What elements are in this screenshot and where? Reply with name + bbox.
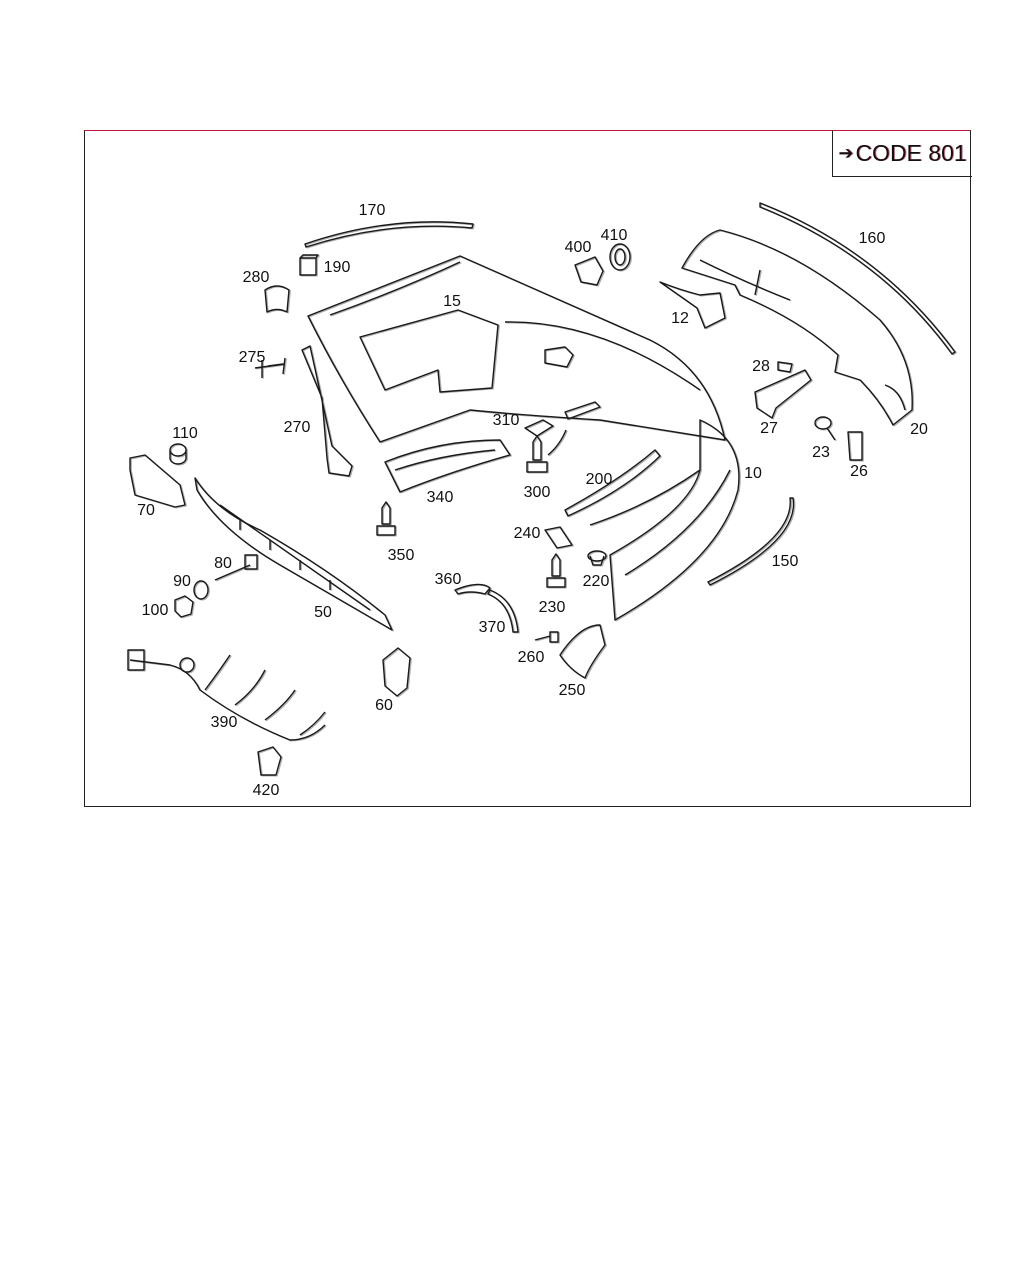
code-label: CODE 801	[855, 139, 967, 166]
part-160-trim-strip[interactable]	[759, 202, 956, 355]
label-160: 160	[859, 230, 886, 247]
label-350: 350	[388, 547, 415, 564]
part-20-diffuser[interactable]	[681, 229, 913, 426]
label-20: 20	[910, 421, 928, 438]
part-300-screw[interactable]	[526, 435, 548, 473]
right-arrow-icon: ➔	[838, 142, 854, 163]
label-28: 28	[752, 358, 770, 375]
part-26-clip-nut[interactable]	[847, 431, 863, 461]
label-370: 370	[479, 619, 506, 636]
label-240: 240	[514, 525, 541, 542]
label-230: 230	[539, 599, 566, 616]
label-90: 90	[173, 573, 191, 590]
label-110: 110	[172, 425, 198, 442]
diagram-frame	[84, 130, 971, 807]
label-390: 390	[211, 714, 238, 731]
label-50: 50	[314, 604, 332, 621]
part-260-rivet[interactable]	[534, 631, 559, 643]
label-15: 15	[443, 293, 461, 310]
part-27-bracket[interactable]	[754, 369, 812, 419]
label-250: 250	[559, 682, 586, 699]
label-70: 70	[137, 502, 155, 519]
label-360: 360	[435, 571, 462, 588]
part-number-labels: 170 190 280 15 400 410 160 12 275 28 110…	[137, 202, 928, 799]
part-60-bracket[interactable]	[382, 647, 411, 697]
label-10: 10	[744, 465, 762, 482]
part-350-screw[interactable]	[376, 501, 396, 536]
part-230-screw[interactable]	[546, 553, 566, 588]
label-190: 190	[324, 259, 351, 276]
label-300: 300	[524, 484, 551, 501]
part-340-deflector[interactable]	[384, 439, 511, 493]
label-100: 100	[142, 602, 169, 619]
part-10-bumper-lower[interactable]	[609, 419, 740, 621]
label-410: 410	[601, 227, 628, 244]
part-100-nut[interactable]	[174, 595, 194, 618]
label-12: 12	[671, 310, 689, 327]
label-270: 270	[284, 419, 311, 436]
label-27: 27	[760, 420, 778, 437]
label-170: 170	[359, 202, 386, 219]
part-150-trim-strip[interactable]	[707, 497, 795, 586]
part-80-bolt[interactable]	[214, 554, 258, 581]
part-410-seal-ring[interactable]	[609, 243, 631, 271]
label-275: 275	[239, 349, 266, 366]
label-80: 80	[214, 555, 232, 572]
label-60: 60	[375, 697, 393, 714]
label-220: 220	[583, 573, 610, 590]
part-420-clip[interactable]	[257, 746, 282, 776]
label-420: 420	[253, 782, 280, 799]
code-box: ➔ CODE 801	[832, 130, 972, 177]
label-310: 310	[493, 412, 520, 429]
label-400: 400	[565, 239, 592, 256]
part-400-sensor-holder[interactable]	[574, 256, 604, 286]
label-26: 26	[850, 463, 868, 480]
part-70-bracket[interactable]	[129, 454, 186, 508]
label-260: 260	[518, 649, 545, 666]
label-23: 23	[812, 444, 830, 461]
label-280: 280	[243, 269, 270, 286]
part-50-impact-absorber[interactable]	[194, 477, 393, 631]
label-340: 340	[427, 489, 454, 506]
label-200: 200	[586, 471, 613, 488]
label-150: 150	[772, 553, 799, 570]
